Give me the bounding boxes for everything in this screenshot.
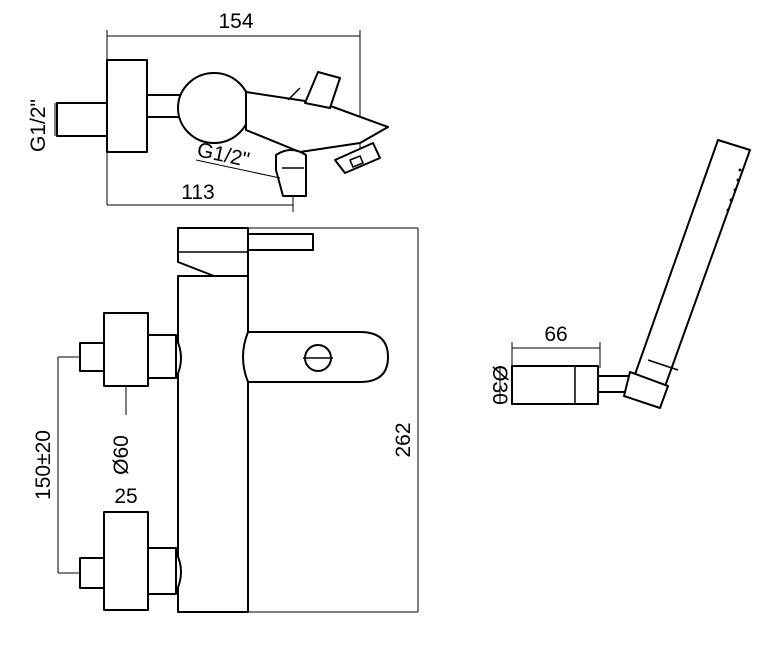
upper-inlet-stub bbox=[79, 342, 105, 372]
dimension-30-diameter: Ø30 bbox=[488, 365, 511, 405]
top-nut bbox=[146, 94, 183, 118]
top-view: 154 G1/2" G1/2" 113 bbox=[27, 10, 389, 212]
dimension-66: 66 bbox=[544, 323, 567, 346]
top-inlet-stub bbox=[56, 102, 108, 137]
handshower-head bbox=[623, 371, 669, 409]
front-view: 262 150±20 Ø60 25 bbox=[32, 227, 419, 613]
lower-wall-flange bbox=[103, 511, 149, 611]
top-diverter bbox=[275, 149, 307, 197]
upper-nut bbox=[147, 334, 177, 379]
dimension-150-20: 150±20 bbox=[32, 430, 55, 500]
dimension-262: 262 bbox=[392, 422, 415, 457]
lower-inlet-stub bbox=[79, 557, 105, 589]
top-lever bbox=[304, 71, 341, 109]
handshower-holder bbox=[511, 365, 599, 405]
hand-shower-view: 66 Ø30 bbox=[488, 139, 751, 409]
top-valve-body bbox=[177, 72, 251, 144]
upper-wall-flange bbox=[103, 312, 149, 387]
outlet-thread-label: G1/2" bbox=[195, 138, 252, 172]
inlet-thread-label: G1/2" bbox=[27, 99, 50, 152]
front-body bbox=[177, 275, 249, 613]
spray-nozzles bbox=[726, 168, 742, 212]
dimension-60-diameter: Ø60 bbox=[110, 435, 133, 475]
lower-nut bbox=[147, 547, 177, 595]
dimension-113: 113 bbox=[181, 181, 214, 204]
front-lever bbox=[247, 233, 314, 251]
dimension-154: 154 bbox=[218, 10, 253, 33]
top-outlet-nozzle bbox=[334, 142, 381, 174]
top-wall-flange bbox=[106, 59, 148, 153]
handshower-handle bbox=[632, 139, 751, 393]
dimension-25: 25 bbox=[114, 485, 137, 508]
